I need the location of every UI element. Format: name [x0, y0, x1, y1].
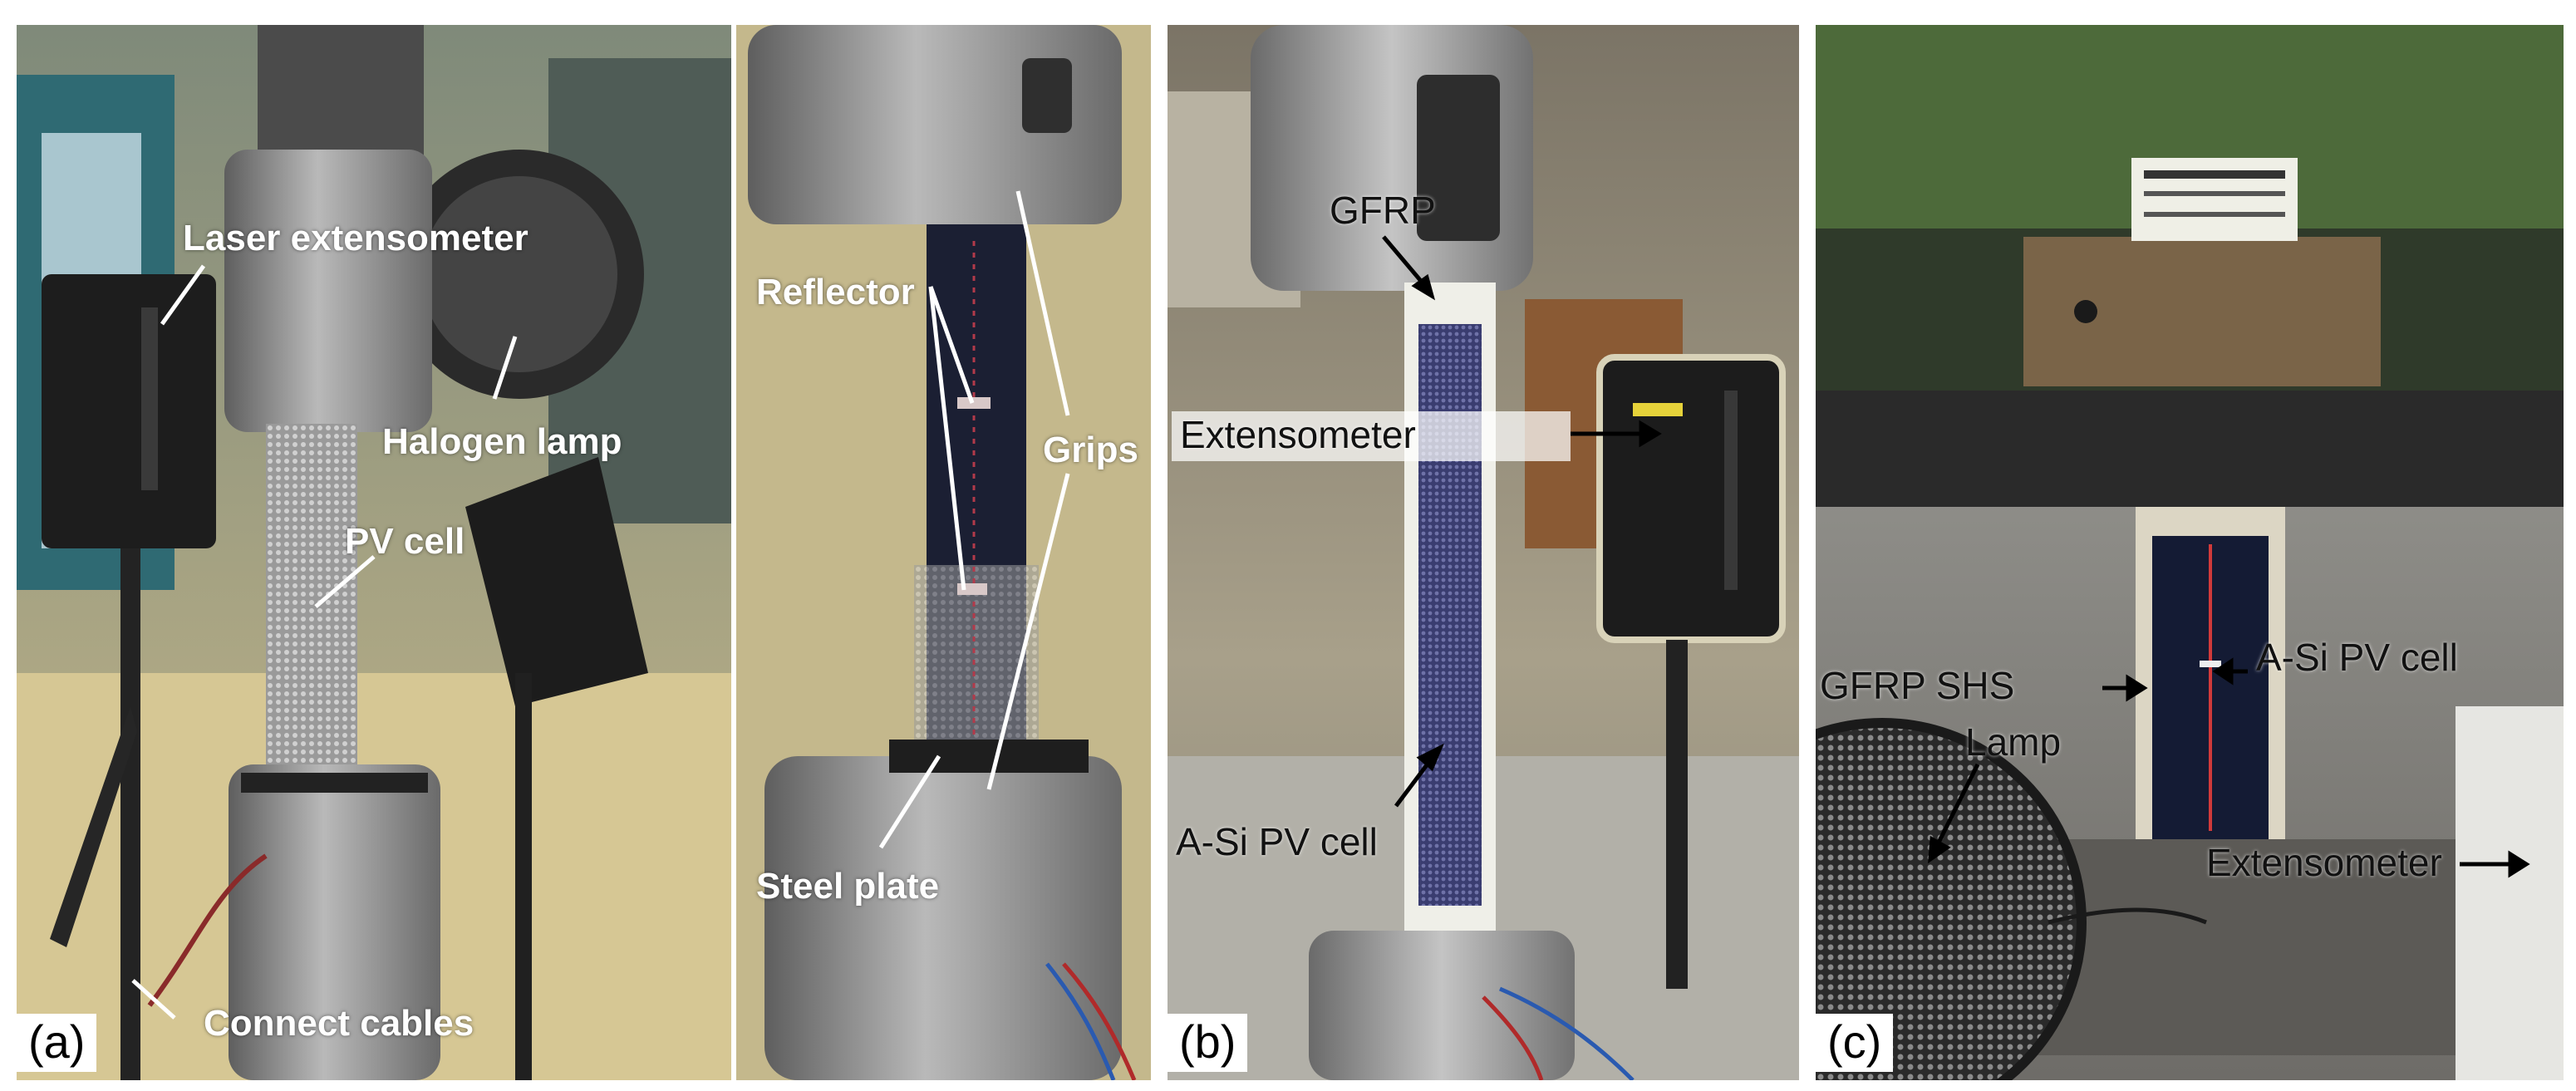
label-a-si-pv-cell: A-Si PV cell	[1176, 820, 1378, 863]
label-gfrp-shs: GFRP SHS	[1820, 664, 2015, 707]
label-a-si-pv-cell-c: A-Si PV cell	[2256, 636, 2458, 679]
label-gfrp: GFRP	[1330, 189, 1436, 232]
panel-a-scene	[17, 25, 1151, 1080]
label-pv-cell: PV cell	[345, 521, 465, 562]
label-connect-cables: Connect cables	[204, 1003, 474, 1044]
panel-a-photo: Laser extensometer Halogen lamp PV cell …	[17, 25, 1151, 1080]
label-laser-extensometer: Laser extensometer	[183, 218, 528, 258]
panel-id-a: (a)	[17, 1014, 97, 1072]
label-halogen-lamp: Halogen lamp	[382, 421, 622, 462]
panel-c-scene	[1816, 25, 2564, 1080]
panel-c-photo: GFRP SHS A-Si PV cell Lamp Extensometer …	[1816, 25, 2564, 1080]
panel-b-photo: GFRP Extensometer A-Si PV cell (b)	[1168, 25, 1799, 1080]
label-reflector: Reflector	[756, 272, 915, 312]
panel-id-b: (b)	[1168, 1014, 1248, 1072]
panel-b-scene	[1168, 25, 1799, 1080]
label-extensometer: Extensometer	[1180, 413, 1416, 456]
label-steel-plate: Steel plate	[756, 866, 940, 907]
label-extensometer-c: Extensometer	[2206, 841, 2442, 884]
label-lamp: Lamp	[1965, 720, 2062, 764]
extensometer-label-plate	[1172, 411, 1571, 461]
label-grips: Grips	[1043, 430, 1138, 470]
panel-id-c: (c)	[1816, 1014, 1894, 1072]
